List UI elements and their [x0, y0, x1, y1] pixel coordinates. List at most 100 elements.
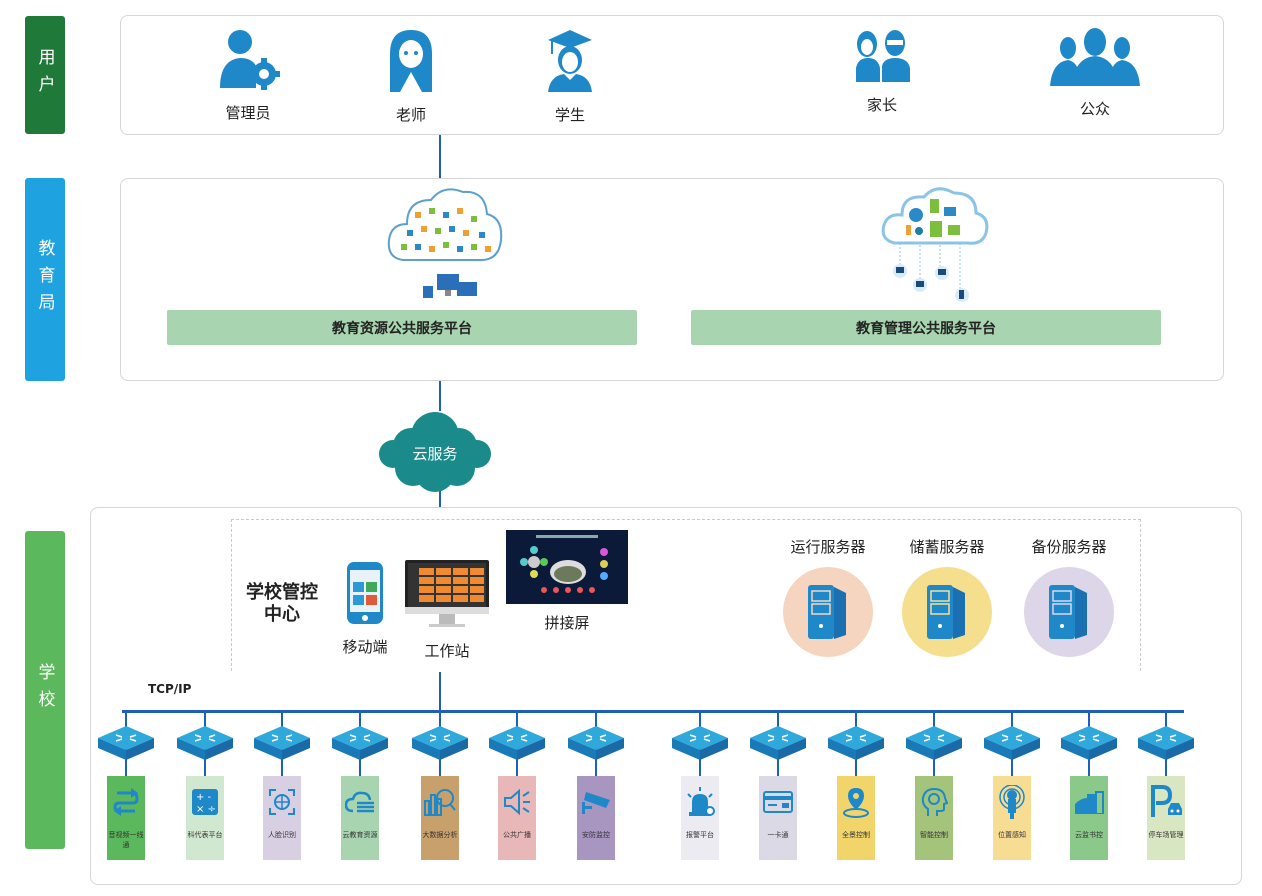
cloud-service[interactable]: 云服务 [373, 410, 497, 494]
user-label: 老师 [395, 106, 426, 124]
device-mobile[interactable]: 移动端 [338, 562, 392, 657]
tier-label-bureau: 教育局 [25, 178, 65, 381]
svg-text:+ -: + - [196, 792, 212, 803]
subsystem-13[interactable]: 云监书控 [1070, 776, 1108, 860]
user-admin[interactable]: 管理员 [198, 28, 298, 123]
management-cloud-icon [881, 187, 989, 302]
network-switch-icon [906, 726, 962, 760]
server-circle [1024, 567, 1114, 657]
subsystem-label: 公共广播 [503, 831, 531, 839]
subsystem-11[interactable]: 智能控制 [915, 776, 953, 860]
network-switch-icon [568, 726, 624, 760]
device-label: 拼接屏 [544, 614, 590, 632]
connector-cloud-school [439, 490, 441, 520]
platform-management-service[interactable]: 教育管理公共服务平台 [691, 310, 1161, 345]
subsystem-6[interactable]: 公共广播 [498, 776, 536, 860]
student-graduate-icon [548, 30, 592, 92]
sync-arrows-icon [113, 786, 139, 818]
speaker-icon [503, 786, 531, 818]
card-icon [763, 786, 793, 818]
teacher-icon [390, 30, 432, 92]
network-switch-icon [98, 726, 154, 760]
network-switch-icon [489, 726, 545, 760]
subsystem-label: 安防监控 [582, 831, 610, 839]
public-group-icon [1050, 28, 1140, 86]
control-center-title: 学校管控 中心 [237, 582, 327, 626]
position-sense-icon [998, 785, 1026, 819]
cctv-camera-icon [580, 786, 612, 818]
user-public[interactable]: 公众 [1045, 28, 1145, 119]
svg-text:× ÷: × ÷ [196, 804, 216, 815]
subsystem-1[interactable]: 音视频一线通 [107, 776, 145, 860]
subsystem-label: 云监书控 [1075, 831, 1103, 839]
subsystem-5[interactable]: 大数据分析 [421, 776, 459, 860]
control-center-title-line1: 学校管控 [246, 582, 318, 603]
device-workstation[interactable]: 工作站 [402, 560, 492, 661]
device-video-wall[interactable]: 拼接屏 [506, 530, 628, 633]
subsystem-label: 科代表平台 [187, 831, 223, 839]
subsystem-label: 云教育资源 [342, 831, 378, 839]
server-tower-icon [927, 585, 965, 639]
cloud-service-label: 云服务 [412, 445, 458, 463]
bureau-panel [120, 178, 1224, 381]
user-teacher[interactable]: 老师 [361, 28, 461, 125]
network-switch-icon [254, 726, 310, 760]
user-label: 公众 [1079, 100, 1110, 118]
user-label: 家长 [866, 96, 897, 114]
subsystem-label: 智能控制 [920, 831, 948, 839]
subsystem-14[interactable]: 停车场管理 [1147, 776, 1185, 860]
users-panel [120, 15, 1224, 135]
cloud-icon [379, 412, 491, 492]
platform-resource-service[interactable]: 教育资源公共服务平台 [167, 310, 637, 345]
connector-users-bureau [439, 135, 441, 178]
network-switch-icon [1061, 726, 1117, 760]
user-student[interactable]: 学生 [520, 28, 620, 125]
network-bus [122, 710, 1184, 713]
network-switch-icon [412, 726, 468, 760]
control-center-area [231, 519, 1141, 671]
subsystem-2[interactable]: + -× ÷ 科代表平台 [186, 776, 224, 860]
server-circle [902, 567, 992, 657]
subsystem-label: 大数据分析 [422, 831, 458, 839]
tier-label-school: 学校 [25, 531, 65, 849]
server-storage[interactable]: 储蓄服务器 [897, 536, 997, 657]
device-label: 工作站 [424, 642, 470, 660]
subsystem-4[interactable]: 云教育资源 [341, 776, 379, 860]
subsystem-10[interactable]: 全景控制 [837, 776, 875, 860]
subsystem-label: 音视频一线通 [108, 831, 144, 849]
subsystem-label: 全景控制 [842, 831, 870, 839]
server-tower-icon [808, 585, 846, 639]
subsystem-8[interactable]: 报警平台 [681, 776, 719, 860]
subsystem-label: 一卡通 [767, 831, 789, 839]
network-switch-icon [332, 726, 388, 760]
subsystem-9[interactable]: 一卡通 [759, 776, 797, 860]
video-wall-icon [506, 530, 628, 604]
network-switch-icon [750, 726, 806, 760]
server-backup[interactable]: 备份服务器 [1019, 536, 1119, 657]
server-runtime[interactable]: 运行服务器 [778, 536, 878, 657]
alarm-light-icon [684, 786, 716, 818]
subsystem-7[interactable]: 安防监控 [577, 776, 615, 860]
location-pin-icon [842, 786, 870, 818]
network-switch-icon [672, 726, 728, 760]
tier-label-users: 用户 [25, 16, 65, 134]
network-switch-icon [1138, 726, 1194, 760]
subsystem-label: 人脸识别 [268, 831, 296, 839]
server-label: 运行服务器 [790, 538, 866, 556]
user-parents[interactable]: 家长 [832, 28, 932, 115]
connector-bureau-cloud [439, 381, 441, 411]
network-switch-icon [177, 726, 233, 760]
face-scan-icon [268, 786, 296, 818]
subsystem-label: 停车场管理 [1148, 831, 1184, 839]
server-label: 储蓄服务器 [909, 538, 985, 556]
subsystem-label: 位置感知 [998, 831, 1026, 839]
subsystem-label: 报警平台 [686, 831, 714, 839]
calculator-icon: + -× ÷ [192, 786, 218, 818]
control-center-title-line2: 中心 [264, 604, 300, 625]
user-label: 管理员 [225, 104, 271, 122]
network-switch-icon [828, 726, 884, 760]
smart-head-icon [920, 786, 948, 818]
admin-gear-icon [220, 30, 280, 90]
subsystem-12[interactable]: 位置感知 [993, 776, 1031, 860]
subsystem-3[interactable]: 人脸识别 [263, 776, 301, 860]
